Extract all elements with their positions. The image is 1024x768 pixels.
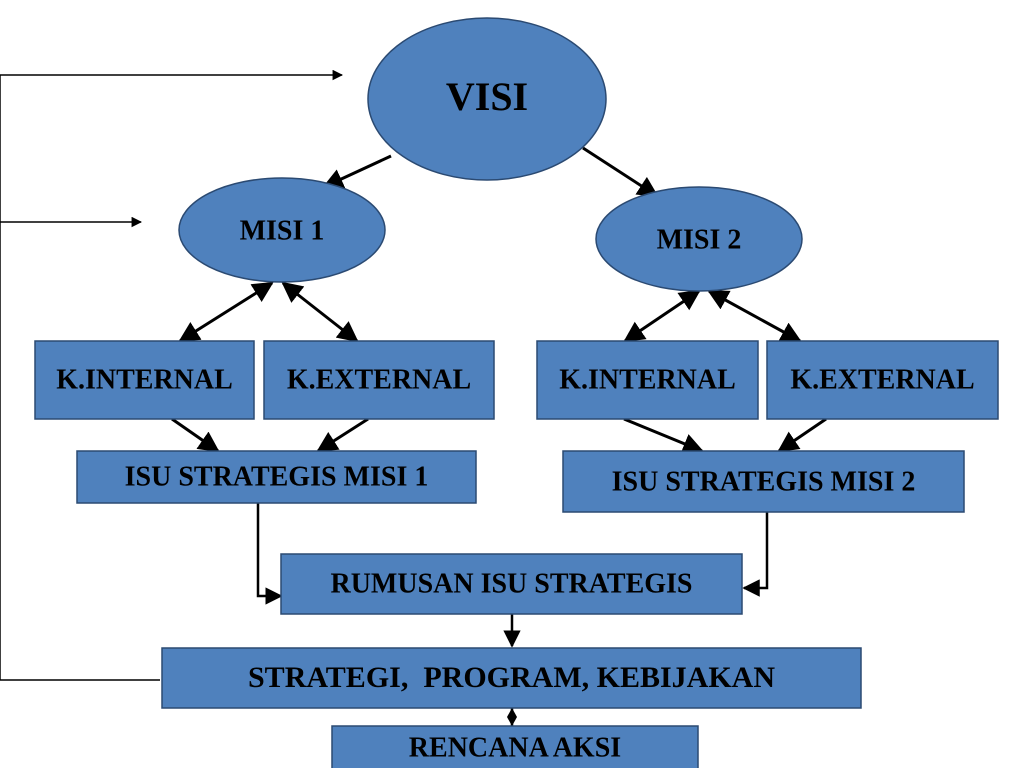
node-isu-strategis-misi-2-label: ISU STRATEGIS MISI 2 — [612, 466, 916, 497]
node-rencana-aksi: RENCANA AKSI — [331, 725, 699, 768]
edges — [0, 69, 827, 726]
edge-isu-2-rumusan — [742, 512, 769, 597]
diamond-connector-icon — [507, 708, 517, 726]
node-rumusan-isu-strategis-label: RUMUSAN ISU STRATEGIS — [330, 568, 692, 599]
node-isu-strategis-misi-1-label: ISU STRATEGIS MISI 1 — [125, 461, 429, 492]
node-isu-strategis-misi-1: ISU STRATEGIS MISI 1 — [76, 450, 477, 504]
node-k-external-1-label: K.EXTERNAL — [287, 364, 471, 395]
node-visi: VISI — [367, 17, 607, 181]
node-misi-1-label: MISI 1 — [240, 215, 325, 246]
node-misi-1: MISI 1 — [178, 177, 386, 283]
node-k-external-2-label: K.EXTERNAL — [790, 364, 974, 395]
edge-misi-1-k-internal-1 — [178, 281, 274, 343]
node-visi-label: VISI — [446, 74, 528, 119]
nodes: VISI MISI 1 MISI 2 K.INTERNAL K.EXTERNAL… — [34, 17, 999, 768]
node-rumusan-isu-strategis: RUMUSAN ISU STRATEGIS — [280, 553, 743, 615]
node-rencana-aksi-label: RENCANA AKSI — [409, 732, 621, 763]
edge-k-external-2-isu-2 — [777, 417, 827, 453]
node-k-internal-1-label: K.INTERNAL — [56, 364, 233, 395]
edge-misi-1-k-external-1 — [281, 281, 359, 343]
node-strategi-program-kebijakan: STRATEGI, PROGRAM, KEBIJAKAN — [161, 647, 862, 709]
node-k-internal-2: K.INTERNAL — [536, 340, 759, 420]
edge-misi-2-k-external-2 — [707, 289, 802, 343]
node-k-internal-2-label: K.INTERNAL — [559, 364, 736, 395]
edge-isu-1-rumusan — [256, 503, 283, 605]
edge-k-external-1-isu-1 — [316, 417, 369, 453]
node-k-external-1: K.EXTERNAL — [263, 340, 495, 420]
node-isu-strategis-misi-2: ISU STRATEGIS MISI 2 — [562, 450, 965, 513]
node-k-internal-1: K.INTERNAL — [34, 340, 255, 420]
node-strategi-program-kebijakan-label: STRATEGI, PROGRAM, KEBIJAKAN — [248, 661, 775, 694]
edge-k-internal-2-isu-2 — [623, 417, 704, 454]
node-k-external-2: K.EXTERNAL — [766, 340, 999, 420]
node-misi-2: MISI 2 — [595, 186, 803, 292]
edge-k-internal-1-isu-1 — [171, 417, 220, 453]
edge-feedback-to-visi — [0, 69, 344, 681]
edge-misi-2-k-internal-2 — [623, 289, 701, 343]
edge-visi-misi-1 — [322, 154, 392, 189]
edge-visi-misi-2 — [582, 146, 659, 198]
node-misi-2-label: MISI 2 — [657, 224, 742, 255]
